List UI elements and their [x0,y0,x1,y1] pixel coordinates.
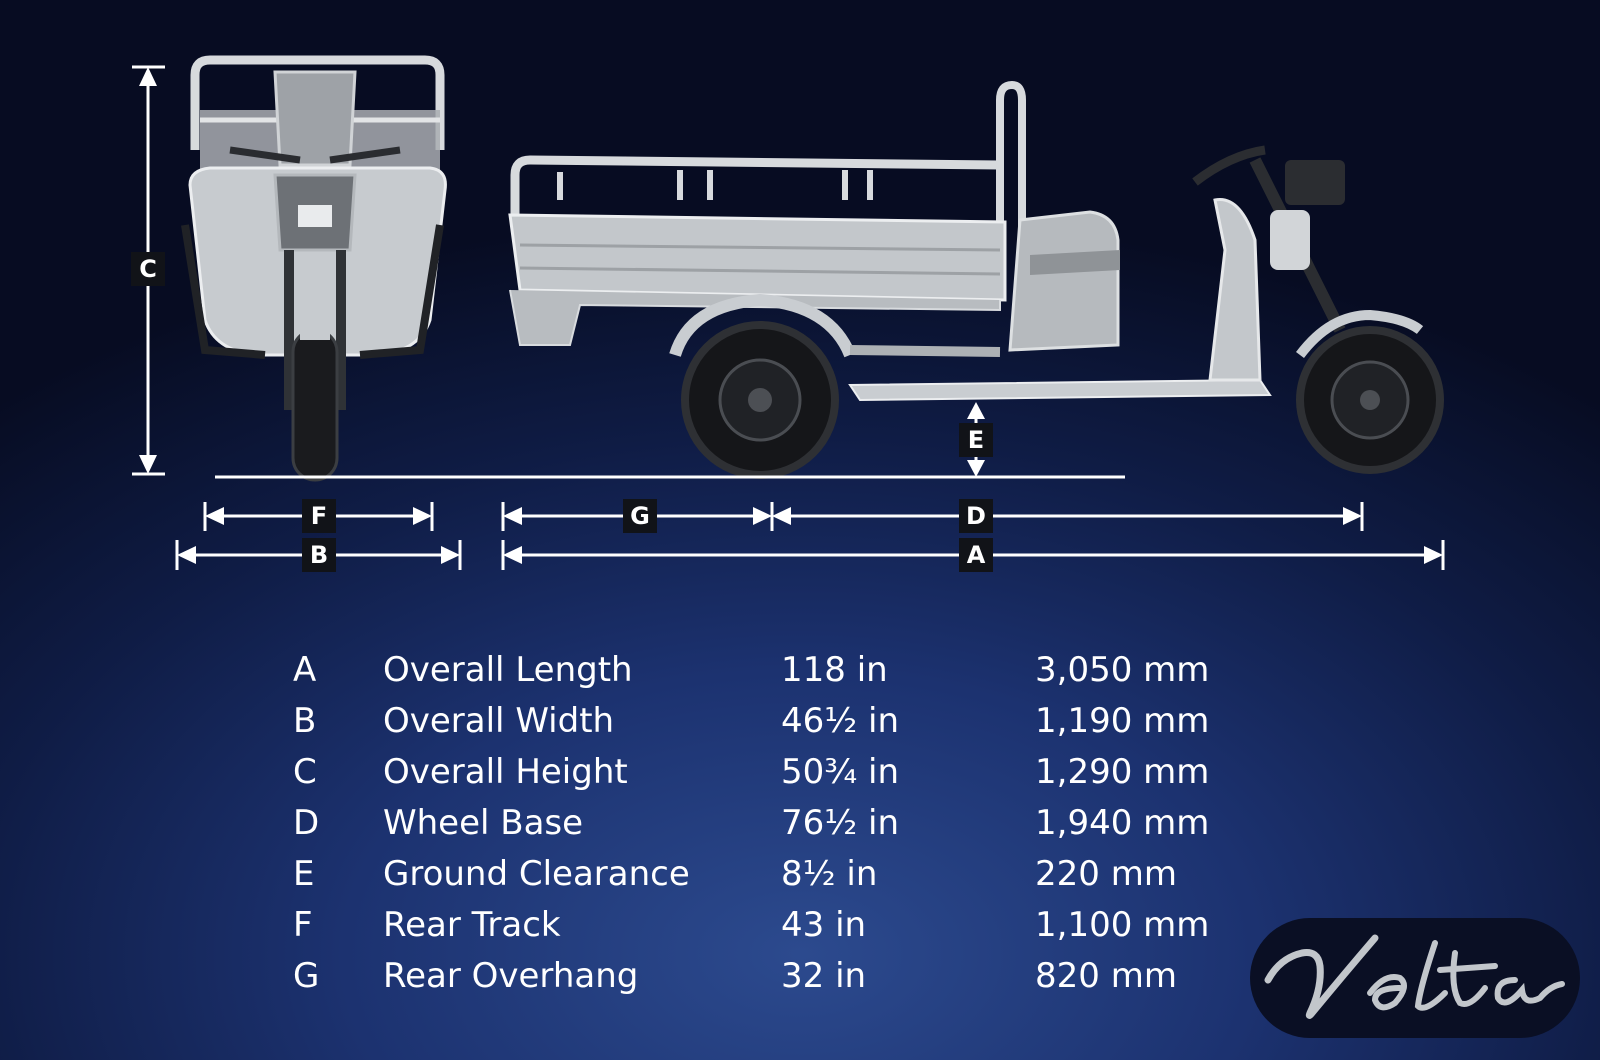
spec-letter: A [293,650,317,690]
spec-letter: C [293,752,317,792]
spec-name: Overall Height [383,752,628,792]
spec-imperial: 8½ in [781,854,878,894]
spec-metric: 1,190 mm [1035,701,1210,741]
spec-name: Overall Length [383,650,633,690]
spec-imperial: 50¾ in [781,752,900,792]
spec-letter: F [293,905,313,945]
spec-imperial: 43 in [781,905,867,945]
spec-name: Rear Track [383,905,561,945]
side-view-vehicle [508,80,1444,479]
label-g-badge: G [623,499,657,533]
spec-metric: 820 mm [1035,956,1177,996]
label-b-badge: B [302,538,336,572]
spec-imperial: 32 in [781,956,867,996]
spec-metric: 1,940 mm [1035,803,1210,843]
spec-metric: 220 mm [1035,854,1177,894]
spec-imperial: 46½ in [781,701,900,741]
label-a-badge: A [959,538,993,572]
volta-logo [1250,918,1580,1038]
dimension-d-line [772,502,1364,531]
spec-name: Rear Overhang [383,956,639,996]
label-f-badge: F [302,499,336,533]
spec-letter: G [293,956,320,996]
label-d-badge: D [959,499,993,533]
spec-letter: D [293,803,320,843]
spec-metric: 1,100 mm [1035,905,1210,945]
volta-script-logo-icon [1264,934,1565,1019]
spec-imperial: 76½ in [781,803,900,843]
spec-letter: B [293,701,317,741]
spec-name: Wheel Base [383,803,584,843]
spec-imperial: 118 in [781,650,888,690]
spec-metric: 1,290 mm [1035,752,1210,792]
spec-metric: 3,050 mm [1035,650,1210,690]
front-view-vehicle [181,55,447,482]
spec-name: Overall Width [383,701,615,741]
spec-letter: E [293,854,315,894]
label-c-badge: C [131,252,165,286]
spec-name: Ground Clearance [383,854,690,894]
label-e-badge: E [959,423,993,457]
